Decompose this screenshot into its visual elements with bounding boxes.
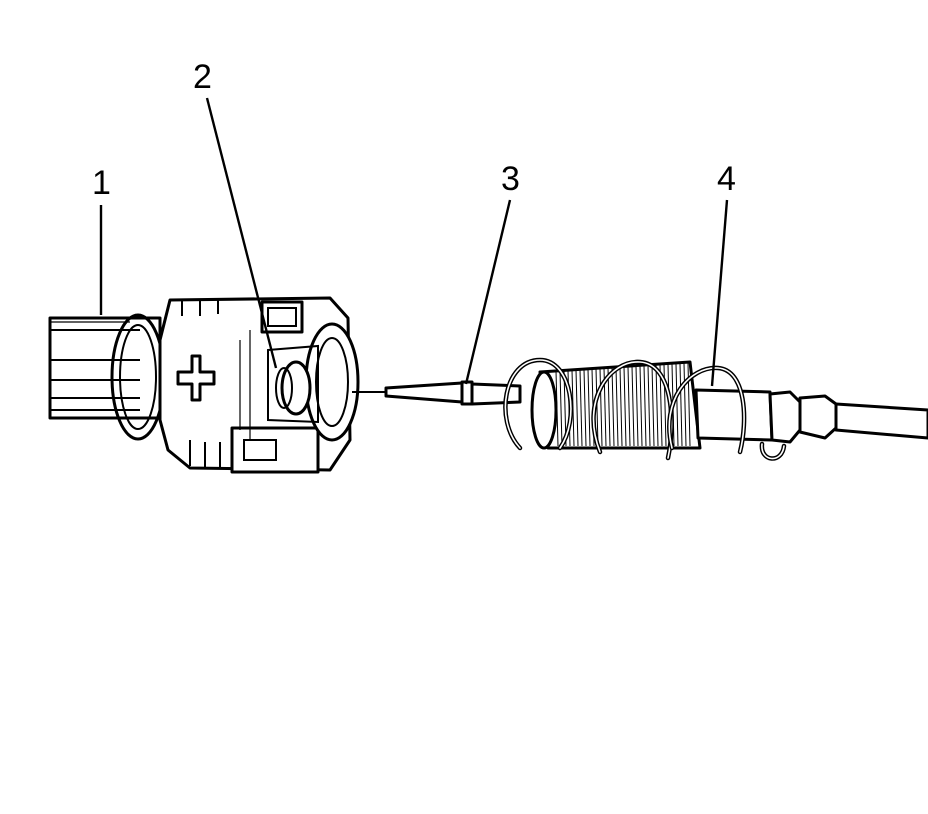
leader-line-4 <box>710 199 729 387</box>
coil-winding-line <box>587 369 591 447</box>
callout-4: 4 <box>717 160 736 198</box>
coil-winding-line <box>595 368 599 447</box>
coil-winding-line <box>623 366 627 447</box>
coil-winding-line <box>607 367 611 447</box>
coil-winding-line <box>655 365 659 447</box>
coil-winding-line <box>615 367 619 447</box>
coil-winding-line <box>647 365 651 447</box>
coil-winding-line <box>651 365 655 447</box>
coil-winding-line <box>579 369 583 447</box>
coiled-terminal <box>503 357 928 461</box>
coil-winding-line <box>631 366 635 447</box>
coil-winding-line <box>619 367 623 447</box>
cable-harness <box>48 316 162 420</box>
connector-housing <box>158 296 360 474</box>
coil-winding-line <box>599 368 603 447</box>
terminal-probe <box>352 380 522 406</box>
leader-line-3 <box>464 199 512 385</box>
coil-winding-line <box>583 369 587 447</box>
coil-winding-line <box>555 371 559 447</box>
coil-winding-line <box>679 363 683 447</box>
coil-winding-line <box>611 367 615 447</box>
coil-winding-line <box>683 363 687 447</box>
leader-lines <box>99 97 729 387</box>
coil-winding-line <box>627 366 631 447</box>
coil-winding-line <box>559 370 563 447</box>
callout-3: 3 <box>501 160 520 198</box>
callout-2: 2 <box>193 58 212 96</box>
coil-winding-line <box>575 369 579 447</box>
leader-line-2 <box>205 97 278 369</box>
coil-winding-line <box>635 366 639 447</box>
coil-winding-line <box>643 365 647 447</box>
coil-winding-line <box>675 363 679 447</box>
coil-winding-line <box>639 365 643 447</box>
callout-1: 1 <box>92 164 111 202</box>
